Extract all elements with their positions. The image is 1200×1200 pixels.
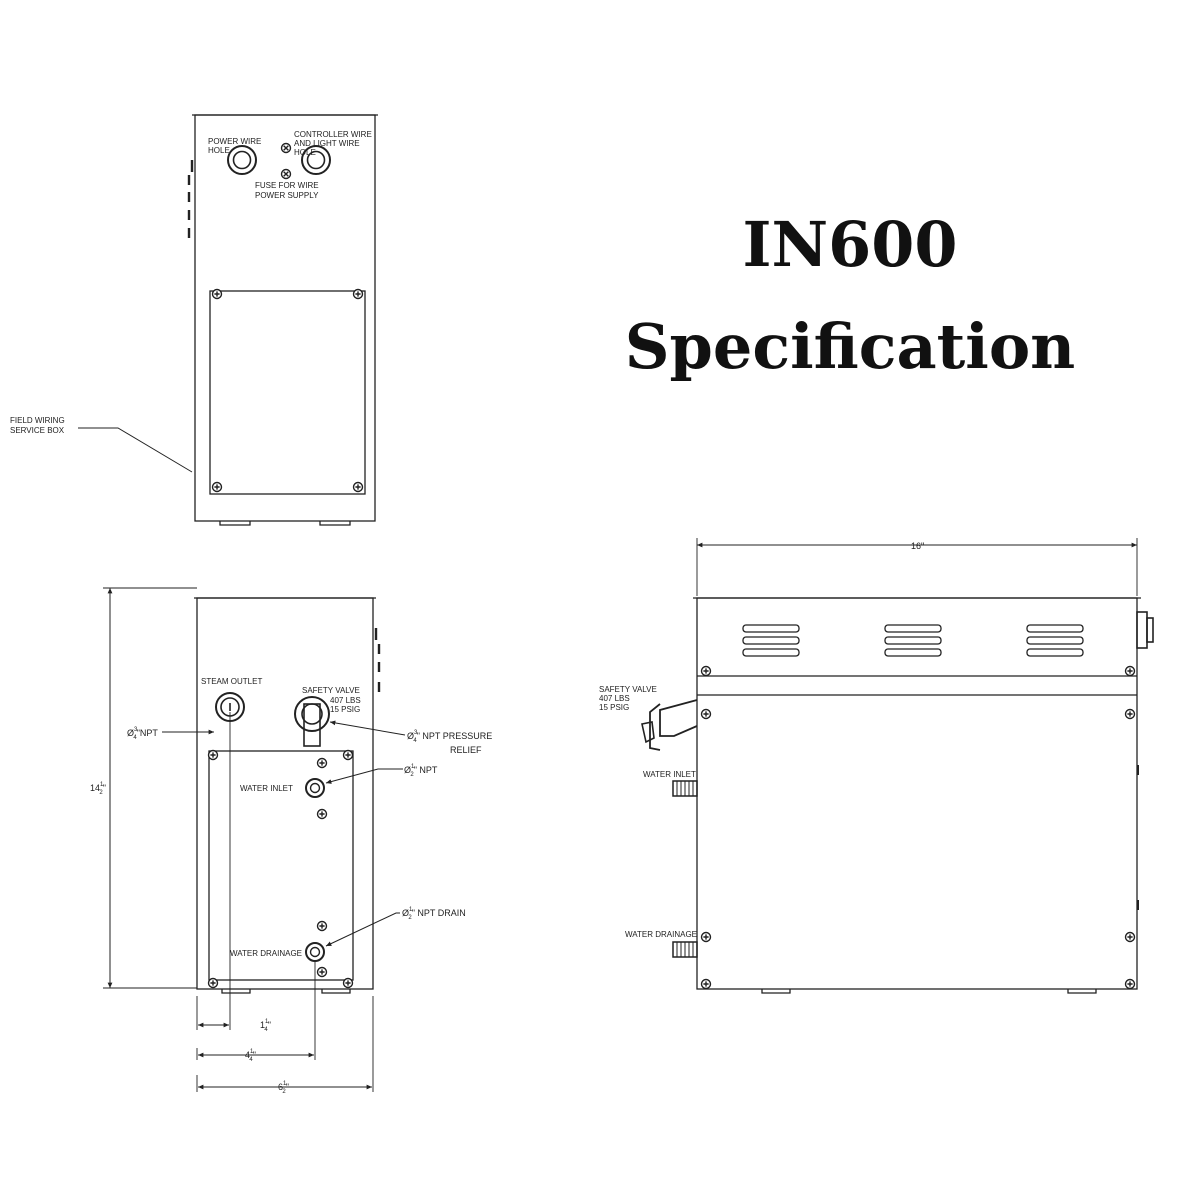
power-wire-label-1: POWER WIRE bbox=[208, 137, 261, 146]
controller-wire-label-2: AND LIGHT WIRE bbox=[294, 139, 360, 148]
screw-icon bbox=[211, 481, 223, 493]
screw-icon bbox=[700, 931, 712, 943]
screw-icon bbox=[211, 288, 223, 300]
side-view-feet bbox=[761, 989, 1097, 994]
service-box-label-1: FIELD WIRING bbox=[10, 416, 65, 425]
front-access-panel bbox=[208, 750, 354, 981]
front-view bbox=[103, 587, 406, 1092]
water-inlet-icon bbox=[305, 778, 325, 798]
steam-outlet-label: STEAM OUTLET bbox=[201, 677, 262, 686]
side-safety-valve-label-1: SAFETY VALVE bbox=[599, 685, 657, 694]
water-drainage-label: WATER DRAINAGE bbox=[230, 949, 302, 958]
top-view-feet bbox=[219, 521, 351, 526]
screw-icon bbox=[342, 749, 354, 761]
screw-icon bbox=[700, 708, 712, 720]
side-safety-valve-label-3: 15 PSIG bbox=[599, 703, 629, 712]
screw-icon bbox=[316, 920, 328, 932]
screw-icon bbox=[316, 808, 328, 820]
service-box bbox=[209, 290, 366, 495]
screw-icon bbox=[207, 977, 219, 989]
top-view-ribs bbox=[187, 160, 194, 238]
model-title: IN600 bbox=[742, 208, 958, 281]
screw-icon bbox=[700, 978, 712, 990]
water-inlet-label: WATER INLET bbox=[240, 784, 293, 793]
relief-npt-label-2: RELIEF bbox=[450, 745, 482, 755]
screw-icon bbox=[316, 757, 328, 769]
fuse-icon bbox=[280, 168, 292, 180]
screw-icon bbox=[352, 288, 364, 300]
side-water-drainage-icon bbox=[672, 941, 698, 958]
screw-icon bbox=[700, 665, 712, 677]
power-wire-hole-icon bbox=[227, 145, 257, 175]
power-wire-label-2: HOLE bbox=[208, 146, 230, 155]
front-view-feet bbox=[221, 989, 351, 994]
side-vents bbox=[742, 624, 1084, 657]
safety-valve-icon bbox=[294, 696, 330, 747]
side-view-housing bbox=[696, 597, 1138, 990]
fuse-label-2: POWER SUPPLY bbox=[255, 191, 319, 200]
screw-icon bbox=[280, 142, 292, 154]
side-view bbox=[641, 538, 1154, 994]
top-view bbox=[78, 114, 378, 526]
side-water-inlet-label: WATER INLET bbox=[643, 770, 696, 779]
side-water-drainage-label: WATER DRAINAGE bbox=[625, 930, 697, 939]
screw-icon bbox=[352, 481, 364, 493]
spec-title: Specification bbox=[624, 310, 1076, 383]
front-view-housing bbox=[196, 597, 374, 990]
screw-icon bbox=[1124, 978, 1136, 990]
screw-icon bbox=[342, 977, 354, 989]
controller-wire-label-1: CONTROLLER WIRE bbox=[294, 130, 372, 139]
screw-icon bbox=[1124, 708, 1136, 720]
safety-valve-label-3: 15 PSIG bbox=[330, 705, 360, 714]
cable-gland-icon bbox=[1136, 611, 1154, 649]
screw-icon bbox=[1124, 931, 1136, 943]
safety-valve-label-2: 407 LBS bbox=[330, 696, 361, 705]
length-dimension-label: 16" bbox=[911, 541, 924, 551]
side-safety-valve-label-2: 407 LBS bbox=[599, 694, 630, 703]
controller-wire-label-3: HOLE bbox=[294, 148, 316, 157]
screw-icon bbox=[1124, 665, 1136, 677]
safety-valve-label-1: SAFETY VALVE bbox=[302, 686, 360, 695]
screw-icon bbox=[207, 749, 219, 761]
fuse-label-1: FUSE FOR WIRE bbox=[255, 181, 319, 190]
side-safety-valve-icon bbox=[641, 699, 698, 751]
controller-wire-hole-icon bbox=[301, 145, 331, 175]
service-box-label-2: SERVICE BOX bbox=[10, 426, 65, 435]
side-water-inlet-icon bbox=[672, 780, 698, 797]
water-drainage-icon bbox=[305, 942, 325, 962]
front-view-ribs bbox=[374, 628, 381, 692]
screw-icon bbox=[316, 966, 328, 978]
